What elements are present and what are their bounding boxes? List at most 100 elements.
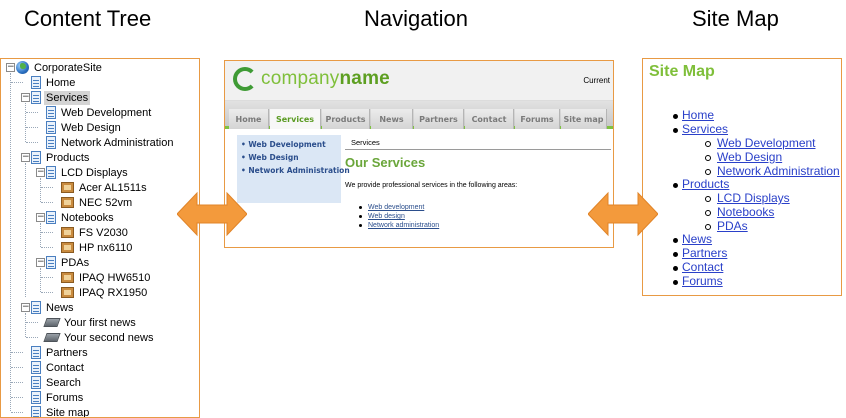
site-header: companyname Current: [225, 61, 613, 101]
tree-connector: [11, 397, 23, 398]
tree-node-pdas[interactable]: PDAs: [46, 255, 91, 270]
tree-connector: [26, 142, 38, 143]
bullet: [673, 114, 678, 119]
sitemap-link-web-development[interactable]: Web Development: [717, 136, 816, 150]
sitemap-link-home[interactable]: Home: [682, 108, 715, 122]
main-tab-bar: Home Services Products News Partners Con…: [225, 101, 613, 129]
tree-connector: [41, 202, 53, 203]
tab-site-map[interactable]: Site map: [561, 109, 607, 129]
sitemap-link-pdas[interactable]: PDAs: [717, 219, 748, 233]
collapse-toggle[interactable]: −: [36, 257, 45, 267]
tab-partners[interactable]: Partners: [414, 109, 464, 129]
left-menu-web-development[interactable]: • Web Development: [241, 140, 326, 149]
sitemap-link-web-design[interactable]: Web Design: [717, 150, 783, 164]
tab-forums[interactable]: Forums: [515, 109, 560, 129]
bullet: [705, 224, 711, 230]
tree-node-forums[interactable]: Forums: [31, 390, 85, 405]
collapse-toggle[interactable]: −: [21, 92, 30, 102]
sitemap-link-forums[interactable]: Forums: [682, 274, 723, 288]
page-icon: [31, 391, 41, 404]
page-icon: [31, 151, 41, 164]
company-logo[interactable]: companyname: [233, 67, 390, 91]
tree-node-news1[interactable]: Your first news: [43, 315, 138, 330]
collapse-toggle[interactable]: −: [21, 152, 30, 162]
tree-node-ipaq1[interactable]: IPAQ HW6510: [61, 270, 152, 285]
product-icon: [61, 227, 74, 238]
services-list: Web development Web design Network admin…: [359, 203, 439, 230]
tab-products[interactable]: Products: [322, 109, 370, 129]
tree-node-web-design[interactable]: Web Design: [46, 120, 123, 135]
page-icon: [31, 376, 41, 389]
tree-node-web-development[interactable]: Web Development: [46, 105, 153, 120]
tree-node-ipaq2[interactable]: IPAQ RX1950: [61, 285, 149, 300]
tree-connector: [41, 247, 53, 248]
tree-node-lcd-displays[interactable]: LCD Displays: [46, 165, 130, 180]
tab-contact[interactable]: Contact: [465, 109, 514, 129]
tree-node-news2[interactable]: Your second news: [43, 330, 156, 345]
sitemap-link-contact[interactable]: Contact: [682, 260, 724, 274]
news-icon: [43, 318, 61, 327]
collapse-toggle[interactable]: −: [36, 167, 45, 177]
link-web-development[interactable]: Web development: [368, 204, 425, 211]
tree-connector: [11, 367, 23, 368]
tree-connector: [26, 322, 38, 323]
tree-node-contact[interactable]: Contact: [31, 360, 86, 375]
tree-node-network-administration[interactable]: Network Administration: [46, 135, 176, 150]
link-network-administration[interactable]: Network administration: [368, 222, 440, 229]
collapse-toggle[interactable]: −: [21, 302, 30, 312]
link-web-design[interactable]: Web design: [368, 213, 405, 220]
bullet: [705, 155, 711, 161]
tab-news[interactable]: News: [371, 109, 413, 129]
tree-connector: [41, 277, 53, 278]
collapse-toggle[interactable]: −: [6, 62, 15, 72]
page-icon: [46, 121, 56, 134]
page-icon: [31, 76, 41, 89]
product-icon: [61, 197, 74, 208]
bullet: [673, 238, 678, 243]
left-menu-network-administration[interactable]: • Network Administration: [241, 166, 350, 175]
sitemap-link-products[interactable]: Products: [682, 177, 730, 191]
tree-connector: [25, 163, 26, 297]
tree-connector: [25, 313, 26, 337]
tree-connector: [11, 412, 23, 413]
tree-node-search[interactable]: Search: [31, 375, 83, 390]
tree-connector: [41, 232, 53, 233]
sitemap-link-services[interactable]: Services: [682, 122, 729, 136]
sitemap-link-news[interactable]: News: [682, 232, 713, 246]
bullet: [673, 266, 678, 271]
sitemap-link-lcd-displays[interactable]: LCD Displays: [717, 191, 790, 205]
tree-node-acer[interactable]: Acer AL1511s: [61, 180, 149, 195]
tree-node-notebooks[interactable]: Notebooks: [46, 210, 116, 225]
tree-node-partners[interactable]: Partners: [31, 345, 90, 360]
sitemap-link-partners[interactable]: Partners: [682, 246, 728, 260]
globe-icon: [16, 61, 29, 74]
page-icon: [46, 166, 56, 179]
tab-home[interactable]: Home: [229, 109, 269, 129]
tab-services[interactable]: Services: [270, 109, 321, 129]
collapse-toggle[interactable]: −: [36, 212, 45, 222]
bullet: [705, 196, 711, 202]
tree-node-fs[interactable]: FS V2030: [61, 225, 130, 240]
tree-connector: [11, 382, 23, 383]
sitemap-link-notebooks[interactable]: Notebooks: [717, 205, 775, 219]
tree-connector: [41, 187, 53, 188]
navigation-heading: Navigation: [364, 6, 468, 31]
tree-node-sitemap[interactable]: Site map: [31, 405, 91, 417]
bullet: [673, 252, 678, 257]
product-icon: [61, 182, 74, 193]
page-icon: [46, 256, 56, 269]
tree-node-home[interactable]: Home: [31, 75, 77, 90]
tree-node-hp[interactable]: HP nx6110: [61, 240, 134, 255]
left-menu-web-design[interactable]: • Web Design: [241, 153, 299, 162]
product-icon: [61, 272, 74, 283]
tree-node-news[interactable]: News: [31, 300, 76, 315]
page-icon: [46, 136, 56, 149]
sitemap-link-network-administration[interactable]: Network Administration: [717, 164, 840, 178]
tree-connector: [11, 82, 23, 83]
tree-node-services[interactable]: Services: [31, 90, 91, 105]
site-map-title: Site Map: [649, 63, 715, 80]
page-title: Our Services: [345, 155, 426, 170]
tree-node-products[interactable]: Products: [31, 150, 91, 165]
tree-node-root[interactable]: CorporateSite: [16, 60, 104, 75]
tree-node-nec[interactable]: NEC 52vm: [61, 195, 134, 210]
